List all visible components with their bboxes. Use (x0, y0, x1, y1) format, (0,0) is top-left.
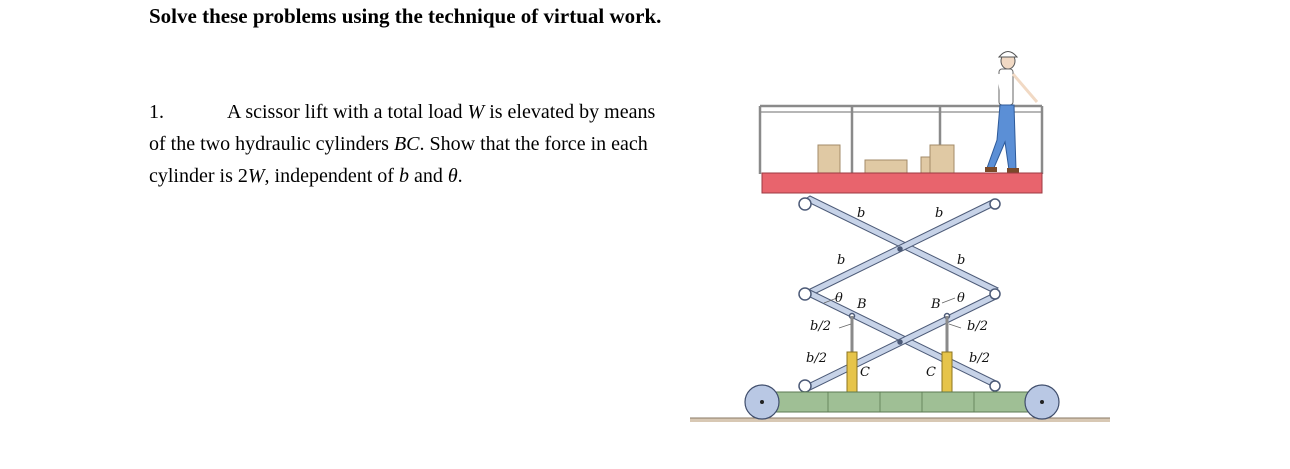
scissor-lift-figure: b b b b θ θ B B C C b/2 b/2 b/2 b/2 (685, 40, 1115, 440)
scissor-lift-diagram: b b b b θ θ B B C C b/2 b/2 b/2 b/2 (690, 51, 1110, 422)
problem-text-segment: is elevated by means of the two hydrauli… (149, 101, 656, 155)
problem-text-segment: . (457, 165, 463, 187)
wheels (744, 384, 1060, 420)
platform (761, 172, 1043, 194)
hydraulic-cylinders (846, 316, 953, 393)
label-point-C-left: C (860, 365, 870, 380)
problem-text-segment: BC (393, 133, 420, 155)
label-b-top-left: b (857, 206, 865, 221)
problem-text-segment: . Show that the force in each cylinder i… (149, 133, 648, 187)
problem-text-segment: θ (447, 165, 458, 187)
label-half-b-left-lower: b/2 (806, 351, 827, 366)
worker-figure (985, 51, 1039, 173)
problem-text-segment: and (408, 165, 448, 187)
label-b-mid-right: b (957, 253, 965, 268)
problem-text: A scissor lift with a total load W is el… (149, 101, 655, 187)
page-heading: Solve these problems using the technique… (149, 4, 662, 28)
problem-text-segment: A scissor lift with a total load (227, 101, 468, 123)
label-point-C-right: C (926, 365, 936, 380)
problem-number: 1. (149, 101, 164, 123)
label-b-top-right: b (935, 206, 943, 221)
label-half-b-right-lower: b/2 (969, 351, 990, 366)
label-half-b-left-upper: b/2 (810, 319, 831, 334)
label-b-mid-left: b (837, 253, 845, 268)
problem-1: 1.A scissor lift with a total load W is … (149, 96, 669, 192)
label-theta-left: θ (835, 291, 843, 306)
label-point-B-right: B (930, 297, 941, 312)
problem-text-segment: W (467, 101, 485, 123)
label-half-b-right-upper: b/2 (967, 319, 988, 334)
problem-text-segment: b (398, 165, 409, 187)
label-theta-right: θ (957, 291, 965, 306)
ground (690, 418, 1110, 422)
problem-text-segment: W (247, 165, 265, 187)
cargo-boxes (817, 144, 955, 174)
problem-text-segment: , independent of (264, 165, 399, 187)
label-point-B-left: B (856, 297, 867, 312)
pin-joints (798, 197, 1001, 393)
base-frame (761, 391, 1043, 413)
